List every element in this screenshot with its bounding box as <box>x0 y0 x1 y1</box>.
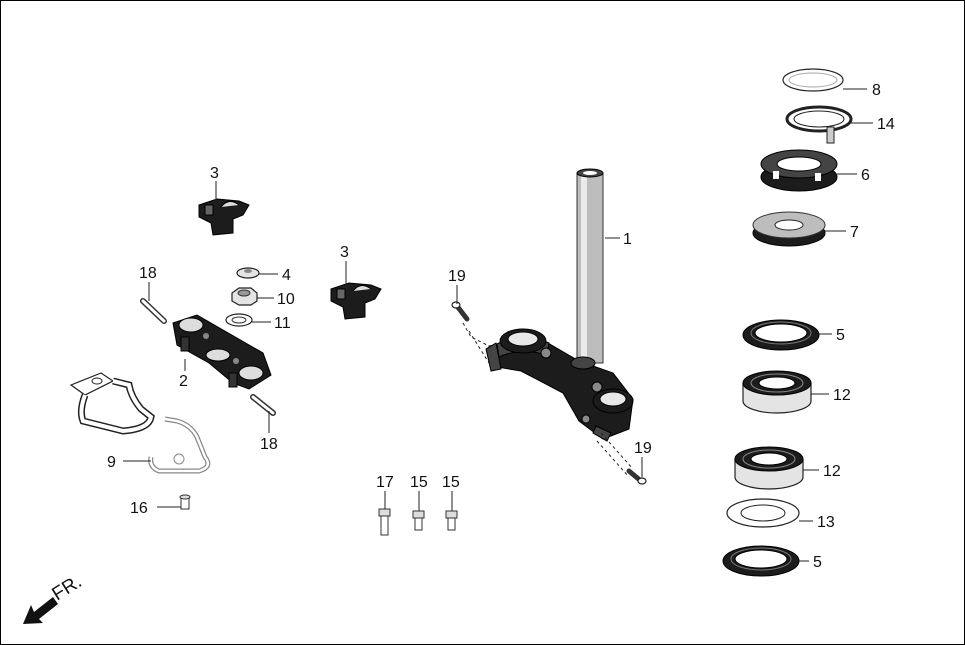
callout-10: 10 <box>277 291 295 308</box>
stem-cap-part <box>236 267 260 279</box>
callout-4: 4 <box>282 267 291 284</box>
bearing-part-12-bottom <box>734 446 804 490</box>
pinch-bolt-lower <box>626 468 647 485</box>
screw-16 <box>179 494 191 510</box>
lock-nut-part-6 <box>760 149 838 192</box>
callout-19-top: 19 <box>448 268 466 285</box>
callout-13: 13 <box>817 514 835 531</box>
callout-5-top: 5 <box>836 327 845 344</box>
hose-bracket-part <box>69 372 211 474</box>
callout-15-right: 15 <box>442 474 460 491</box>
bolt-guide-line <box>468 330 490 364</box>
callout-16: 16 <box>130 500 148 517</box>
bolt-guide-line <box>600 432 634 470</box>
seal-part-13 <box>726 498 800 528</box>
bolt-guide-line <box>596 440 630 478</box>
dust-cover-part-7 <box>752 211 826 247</box>
callout-14: 14 <box>877 116 895 133</box>
callout-6: 6 <box>861 167 870 184</box>
bolt-15-left <box>412 510 425 531</box>
pinch-bolt-upper <box>451 301 470 322</box>
lock-washer-part-14 <box>785 105 853 144</box>
bolt-15-right <box>445 510 458 531</box>
callout-2: 2 <box>179 373 188 390</box>
callout-17: 17 <box>376 474 394 491</box>
bearing-part-12-top <box>742 370 812 414</box>
callout-12-top: 12 <box>833 387 851 404</box>
handlebar-holder-right <box>330 282 382 320</box>
callout-1: 1 <box>623 231 632 248</box>
clamp-bolt-lower <box>250 394 276 416</box>
callout-11: 11 <box>274 315 291 332</box>
callout-18-top: 18 <box>139 265 157 282</box>
callout-19-bottom: 19 <box>634 440 652 457</box>
front-direction-indicator: FR. <box>23 571 86 624</box>
leader-lines <box>123 88 873 562</box>
callout-12-bottom: 12 <box>823 463 841 480</box>
stem-washer-part <box>225 313 253 327</box>
bearing-race-part-5-bottom <box>722 545 800 577</box>
callout-15-left: 15 <box>410 474 428 491</box>
steering-stem-part <box>485 168 634 442</box>
bolt-guide-line <box>462 322 488 346</box>
callout-9: 9 <box>107 454 116 471</box>
ring-part-8 <box>782 68 844 92</box>
callout-3-right: 3 <box>340 244 349 261</box>
callout-7: 7 <box>850 224 859 241</box>
handlebar-holder-left <box>198 198 250 236</box>
stem-nut-part <box>231 287 258 306</box>
bearing-race-part-5-top <box>742 319 820 351</box>
bolt-17 <box>378 508 391 536</box>
callout-8: 8 <box>872 82 881 99</box>
upper-triple-clamp-part <box>172 314 272 390</box>
callout-5-bottom: 5 <box>813 554 822 571</box>
callout-18-bottom: 18 <box>260 436 278 453</box>
callout-3-left: 3 <box>210 165 219 182</box>
clamp-bolt-upper <box>140 298 167 324</box>
front-arrow-icon <box>23 597 58 624</box>
